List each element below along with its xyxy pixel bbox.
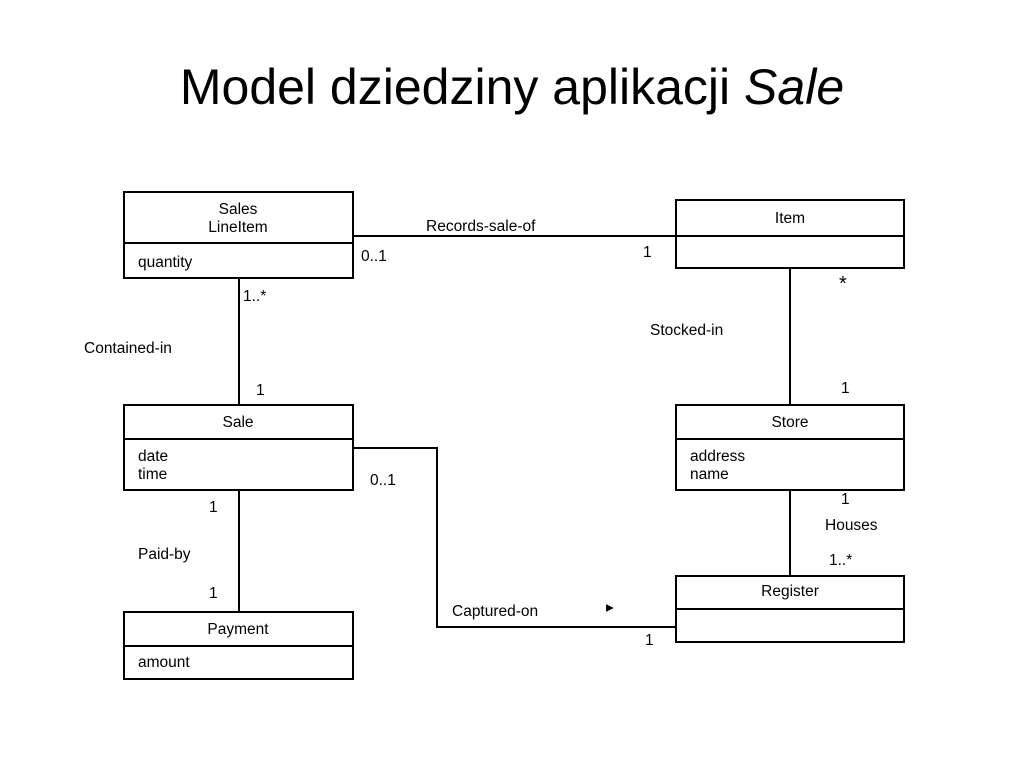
- captured-on-mult-sale: 0..1: [370, 472, 396, 489]
- houses-mult-store: 1: [841, 491, 850, 508]
- records-sale-of-mult-item: 1: [643, 244, 652, 261]
- register-name: Register: [761, 583, 819, 600]
- paid-by-label: Paid-by: [138, 546, 191, 563]
- title-italic: Sale: [744, 59, 845, 115]
- houses-mult-register: 1..*: [829, 552, 852, 569]
- class-sales-lineitem: [123, 191, 354, 279]
- class-store: [675, 404, 905, 491]
- sale-attr-date: date: [138, 448, 168, 465]
- sales-lineitem-name-line2: LineItem: [208, 219, 267, 236]
- store-attr-address: address: [690, 448, 745, 465]
- class-sale: [123, 404, 354, 491]
- stocked-in-mult-item: *: [839, 273, 847, 295]
- captured-on-label: Captured-on: [452, 603, 538, 620]
- store-attr-name: name: [690, 466, 729, 483]
- paid-by-mult-sale: 1: [209, 499, 218, 516]
- class-payment: [123, 611, 354, 680]
- class-register: [675, 575, 905, 643]
- paid-by-mult-payment: 1: [209, 585, 218, 602]
- houses-label: Houses: [825, 517, 878, 534]
- contained-in-mult-sale: 1: [256, 382, 265, 399]
- sales-lineitem-attr-quantity: quantity: [138, 254, 193, 271]
- captured-on-line: [353, 447, 676, 628]
- class-item: [675, 199, 905, 269]
- captured-on-mult-register: 1: [645, 632, 654, 649]
- slide-title: Model dziedziny aplikacji Sale: [0, 62, 1024, 112]
- store-name: Store: [771, 414, 808, 431]
- contained-in-label: Contained-in: [84, 340, 172, 357]
- captured-on-direction-arrow: ▸: [606, 599, 614, 616]
- title-main: Model dziedziny aplikacji: [179, 59, 731, 115]
- stocked-in-mult-store: 1: [841, 380, 850, 397]
- sale-name: Sale: [222, 414, 253, 431]
- records-sale-of-mult-lineitem: 0..1: [361, 248, 387, 265]
- stocked-in-label: Stocked-in: [650, 322, 723, 339]
- payment-name: Payment: [207, 621, 269, 638]
- item-name: Item: [775, 210, 805, 227]
- sale-attr-time: time: [138, 466, 167, 483]
- payment-attr-amount: amount: [138, 654, 190, 671]
- contained-in-mult-lineitem: 1..*: [243, 288, 266, 305]
- sales-lineitem-name-line1: Sales: [219, 201, 258, 218]
- records-sale-of-label: Records-sale-of: [426, 218, 536, 235]
